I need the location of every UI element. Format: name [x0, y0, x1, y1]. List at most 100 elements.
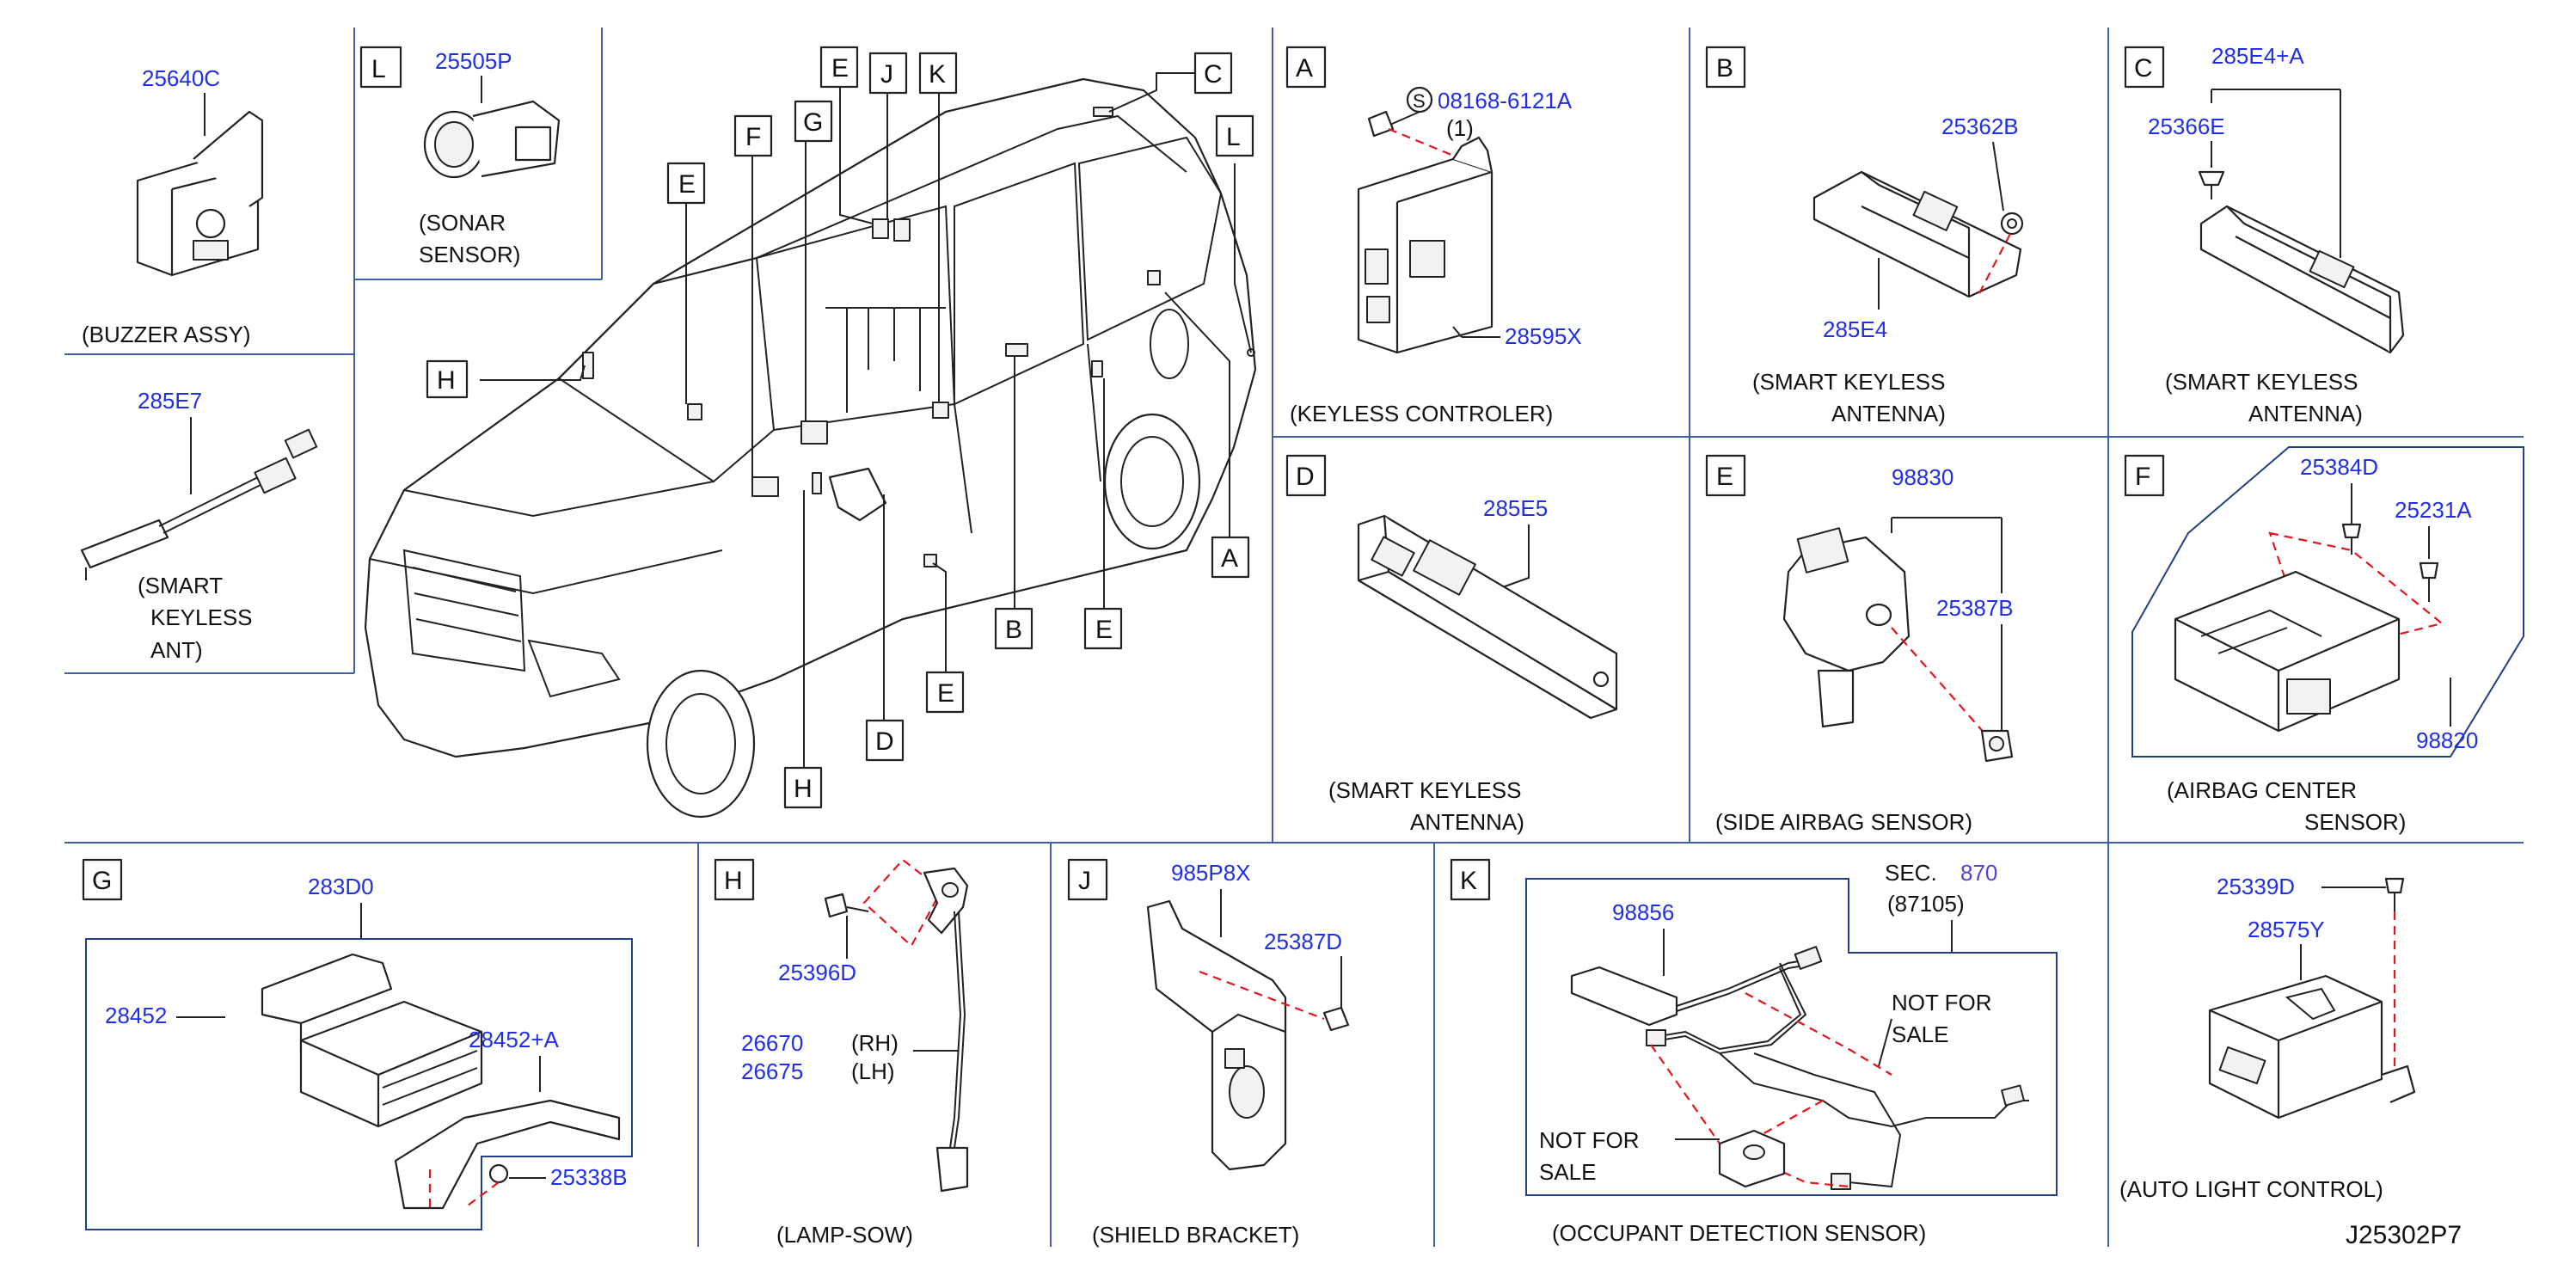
component-e-front: [687, 403, 702, 420]
panel-b-smart-keyless-antenna: B 25362B 285E4 (SMART KEYLESS ANTENNA): [1705, 46, 2024, 426]
panel-d-letter: D: [1296, 463, 1315, 491]
panel-l-sonar-sensor: L 25505P (SONAR SENSOR): [359, 46, 561, 267]
part-number-28595x: 28595X: [1505, 323, 1582, 349]
sec-number: 870: [1960, 860, 1997, 886]
panel-g-bracket-drawing: [261, 953, 393, 1025]
panel-a-letter: A: [1296, 54, 1313, 83]
panel-c-caption-line1: (SMART KEYLESS: [2165, 369, 2358, 395]
part-number-985p8x: 985P8X: [1171, 860, 1251, 886]
part-number-26675: 26675: [741, 1058, 803, 1084]
rear-wheel: [1103, 413, 1201, 550]
component-h-front: [582, 352, 594, 379]
sec-prefix: SEC.: [1885, 860, 1937, 886]
not-for-sale-2-line2: SALE: [1539, 1159, 1597, 1185]
panel-c-letter: C: [2134, 54, 2153, 83]
smart-keyless-ant-caption-line2: KEYLESS: [150, 604, 253, 630]
part-number-25396d: 25396D: [778, 960, 856, 985]
rh-label: (RH): [851, 1030, 899, 1056]
callout-b: B: [1005, 616, 1022, 644]
part-number-25231a: 25231A: [2395, 497, 2472, 523]
smart-keyless-ant-caption-line1: (SMART: [138, 573, 223, 598]
callout-g: G: [803, 108, 823, 137]
callout-d: D: [875, 727, 894, 756]
antenna-rod-drawing: [80, 518, 169, 569]
part-number-285e4-plus-a: 285E4+A: [2211, 43, 2304, 69]
keyless-controler-caption: (KEYLESS CONTROLER): [1290, 401, 1553, 426]
occupant-detection-sensor-caption: (OCCUPANT DETECTION SENSOR): [1552, 1220, 1926, 1246]
lamp-sow-connector-drawing: [935, 1146, 969, 1193]
panel-c-caption-line2: ANTENNA): [2248, 401, 2363, 426]
shield-bracket-caption: (SHIELD BRACKET): [1092, 1222, 1299, 1248]
part-number-25384d: 25384D: [2300, 454, 2378, 480]
part-number-25387b: 25387B: [1936, 595, 2014, 621]
panel-smart-keyless-ant: 285E7 (SMART KEYLESS ANT): [80, 388, 318, 663]
vehicle-body-outline: [364, 77, 1257, 758]
panel-c-smart-keyless-antenna: C 285E4+A 25366E (SMART KEYLESS ANTENNA): [2124, 43, 2405, 426]
panel-f-letter: F: [2135, 463, 2150, 491]
part-number-25505p: 25505P: [435, 48, 512, 74]
panel-h-letter: H: [724, 867, 743, 895]
callout-e-mid: E: [1095, 616, 1113, 644]
auto-light-control-drawing: [2208, 974, 2383, 1120]
part-number-25387d: 25387D: [1264, 929, 1342, 954]
not-for-sale-1-line2: SALE: [1892, 1021, 1949, 1047]
smart-keyless-ant-caption-line3: ANT): [150, 637, 203, 663]
sonar-caption-line2: SENSOR): [419, 242, 520, 267]
component-f: [751, 476, 779, 497]
component-b: [1005, 343, 1028, 357]
part-number-28452-plus-a: 28452+A: [469, 1027, 559, 1052]
panel-a-keyless-controler: A S 08168-6121A (1) 28595X (KEYLESS CONT…: [1285, 46, 1582, 426]
panel-k-assembly-frame: [1525, 878, 2058, 1196]
part-number-285e4: 285E4: [1823, 316, 1887, 342]
component-g: [800, 420, 828, 445]
bolt-s-symbol: S: [1413, 90, 1426, 112]
part-number-08168-6121a: 08168-6121A: [1438, 88, 1573, 113]
panel-g-plate-drawing: [394, 1099, 621, 1210]
sonar-caption-line1: (SONAR: [419, 210, 506, 236]
panel-grid: [64, 28, 2524, 1247]
part-number-98830: 98830: [1892, 464, 1953, 490]
part-number-285e5: 285E5: [1483, 495, 1548, 521]
lamp-sow-bracket-drawing: [923, 867, 969, 935]
callout-f: F: [745, 123, 761, 151]
callout-h-left: H: [437, 366, 456, 395]
panel-b-letter: B: [1716, 54, 1733, 83]
callout-k: K: [929, 60, 946, 89]
panel-g: G 283D0 28452 28452+A 25338B: [82, 858, 633, 1230]
panel-b-caption-line1: (SMART KEYLESS: [1752, 369, 1945, 395]
panel-g-assembly-frame: [85, 938, 633, 1230]
not-for-sale-2-line1: NOT FOR: [1539, 1127, 1640, 1153]
panel-d-smart-keyless-antenna: D 285E5 (SMART KEYLESS ANTENNA): [1285, 454, 1618, 835]
bolt-quantity: (1): [1446, 115, 1474, 141]
panel-h-lamp-sow: H 25396D 26670 26675 (RH) (LH) (LAMP-SOW…: [714, 858, 969, 1248]
callout-e-left: E: [678, 170, 696, 199]
part-number-98820: 98820: [2416, 727, 2478, 753]
panel-auto-light-control: 25339D 28575Y (AUTO LIGHT CONTROL): [2119, 874, 2416, 1202]
callout-e-top: E: [831, 54, 849, 83]
part-number-98856: 98856: [1612, 899, 1674, 925]
auto-light-control-caption: (AUTO LIGHT CONTROL): [2119, 1176, 2383, 1202]
panel-e-letter: E: [1716, 463, 1733, 491]
panel-f-assembly-frame: [2131, 446, 2524, 758]
occupant-sensor-unit-drawing: [1570, 966, 1678, 1027]
panel-f-caption-line1: (AIRBAG CENTER: [2167, 777, 2357, 803]
part-number-25366e: 25366E: [2148, 113, 2225, 139]
panel-k-letter: K: [1460, 867, 1477, 895]
sec-sub-number: (87105): [1887, 891, 1965, 917]
part-number-25338b: 25338B: [550, 1164, 628, 1190]
callout-c: C: [1204, 60, 1223, 89]
component-h-rear: [812, 472, 822, 494]
panel-d-caption-line2: ANTENNA): [1410, 809, 1524, 835]
lh-label: (LH): [851, 1058, 895, 1084]
panel-e-side-airbag-sensor: E 98830 25387B (SIDE AIRBAG SENSOR): [1705, 454, 2014, 835]
part-number-285e7: 285E7: [138, 388, 202, 414]
part-number-25362b: 25362B: [1941, 113, 2019, 139]
not-for-sale-1-line1: NOT FOR: [1892, 990, 1992, 1015]
front-wheel: [646, 669, 756, 819]
panel-vehicle-overview: L C K J E G F E H A B E E D H: [364, 46, 1257, 819]
callout-j: J: [880, 60, 893, 89]
panel-b-caption-line2: ANTENNA): [1831, 401, 1946, 426]
component-k: [932, 402, 949, 419]
side-airbag-sensor-caption: (SIDE AIRBAG SENSOR): [1715, 809, 1972, 835]
